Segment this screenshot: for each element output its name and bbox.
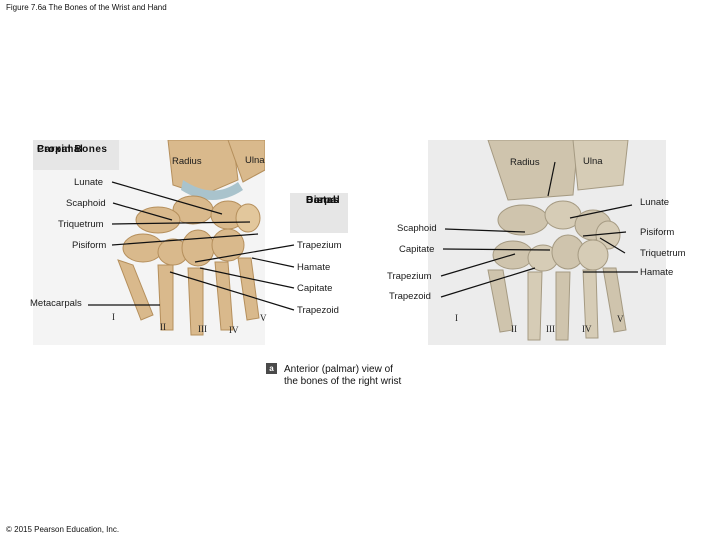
label-trapezoid-left: Trapezoid bbox=[297, 305, 339, 316]
photo-metacarpal-4 bbox=[582, 269, 599, 339]
proximal-carpal-group: Proximal Carpal Bones bbox=[33, 140, 119, 170]
metacarpal-2 bbox=[157, 264, 174, 331]
metacarpal-5 bbox=[237, 257, 260, 321]
numeral-i-left: I bbox=[112, 312, 115, 322]
group-label-line: Proximal bbox=[37, 144, 84, 155]
label-lunate-right: Lunate bbox=[640, 197, 670, 208]
leader-pisiform-right bbox=[582, 231, 627, 237]
numeral-ii-left: II bbox=[160, 322, 166, 332]
group-label-line: Bones bbox=[306, 195, 340, 206]
group-label-line: Carpal Bones bbox=[37, 144, 108, 155]
metacarpal-3 bbox=[187, 267, 204, 336]
leader-triquetrum-right bbox=[599, 237, 626, 254]
numeral-iv-left: IV bbox=[229, 325, 239, 335]
photo-metacarpal-1 bbox=[487, 269, 514, 333]
pisiform-bone bbox=[235, 203, 261, 233]
caption-badge: a bbox=[266, 363, 277, 374]
photo-metacarpal-2 bbox=[527, 271, 543, 341]
photo-radius bbox=[487, 139, 579, 201]
label-ulna-left: Ulna bbox=[245, 155, 265, 166]
label-capitate-left: Capitate bbox=[297, 283, 333, 294]
label-trapezoid-right: Trapezoid bbox=[389, 291, 431, 302]
leader-lunate-right bbox=[569, 204, 633, 219]
leader-scaphoid-right bbox=[444, 228, 526, 233]
numeral-iii-right: III bbox=[546, 324, 555, 334]
numeral-v-left: V bbox=[260, 313, 267, 323]
label-radius-right: Radius bbox=[510, 157, 540, 168]
leader-scaphoid-left bbox=[112, 202, 173, 221]
numeral-iii-left: III bbox=[198, 324, 207, 334]
leader-capitate-left bbox=[199, 267, 295, 289]
label-trapezium-left: Trapezium bbox=[297, 240, 342, 251]
figure-title: Figure 7.6a The Bones of the Wrist and H… bbox=[6, 3, 167, 12]
leader-radius-right bbox=[547, 161, 556, 197]
label-lunate-left: Lunate bbox=[74, 177, 104, 188]
label-pisiform-left: Pisiform bbox=[72, 240, 107, 251]
leader-triquetrum-left bbox=[111, 221, 251, 225]
label-hamate-right: Hamate bbox=[640, 267, 674, 278]
leader-pisiform-left bbox=[111, 233, 259, 246]
leader-trapezoid-right bbox=[440, 267, 536, 298]
leader-capitate-right bbox=[442, 248, 551, 251]
label-radius-left: Radius bbox=[172, 156, 202, 167]
label-scaphoid-right: Scaphoid bbox=[397, 223, 437, 234]
label-hamate-left: Hamate bbox=[297, 262, 331, 273]
label-capitate-right: Capitate bbox=[399, 244, 435, 255]
label-triquetrum-left: Triquetrum bbox=[58, 219, 104, 230]
label-trapezium-right: Trapezium bbox=[387, 271, 432, 282]
photo-metacarpal-5 bbox=[602, 267, 627, 333]
leader-hamate-left bbox=[251, 257, 295, 268]
wrist-photo bbox=[487, 139, 629, 341]
articular-cartilage bbox=[181, 180, 243, 200]
distal-carpal-group: Distal Carpal Bones bbox=[290, 193, 348, 233]
figure-caption: Anterior (palmar) view of the bones of t… bbox=[284, 364, 402, 387]
leader-trapezoid-left bbox=[169, 271, 295, 311]
label-metacarpals: Metacarpals bbox=[30, 298, 82, 309]
numeral-ii-right: II bbox=[511, 324, 517, 334]
photo-ulna bbox=[572, 139, 629, 191]
copyright-notice: © 2015 Pearson Education, Inc. bbox=[6, 525, 120, 534]
photo-panel bbox=[428, 139, 666, 345]
label-pisiform-right: Pisiform bbox=[640, 227, 675, 238]
scaphoid-bone bbox=[135, 206, 181, 234]
label-ulna-right: Ulna bbox=[583, 156, 603, 167]
numeral-i-right: I bbox=[455, 313, 458, 323]
illustration-panel bbox=[33, 139, 266, 345]
group-label-line: Carpal bbox=[306, 195, 341, 206]
numeral-iv-right: IV bbox=[582, 324, 592, 334]
numeral-v-right: V bbox=[617, 314, 624, 324]
label-triquetrum-right: Triquetrum bbox=[640, 248, 686, 259]
radius-bone bbox=[167, 139, 239, 196]
label-scaphoid-left: Scaphoid bbox=[66, 198, 106, 209]
leader-trapezium-right bbox=[440, 253, 516, 277]
metacarpal-4 bbox=[214, 261, 234, 331]
leader-lunate-left bbox=[111, 181, 223, 215]
group-label-line: Distal bbox=[306, 195, 337, 206]
photo-metacarpal-3 bbox=[555, 271, 571, 341]
leader-trapezium-left bbox=[194, 244, 295, 263]
